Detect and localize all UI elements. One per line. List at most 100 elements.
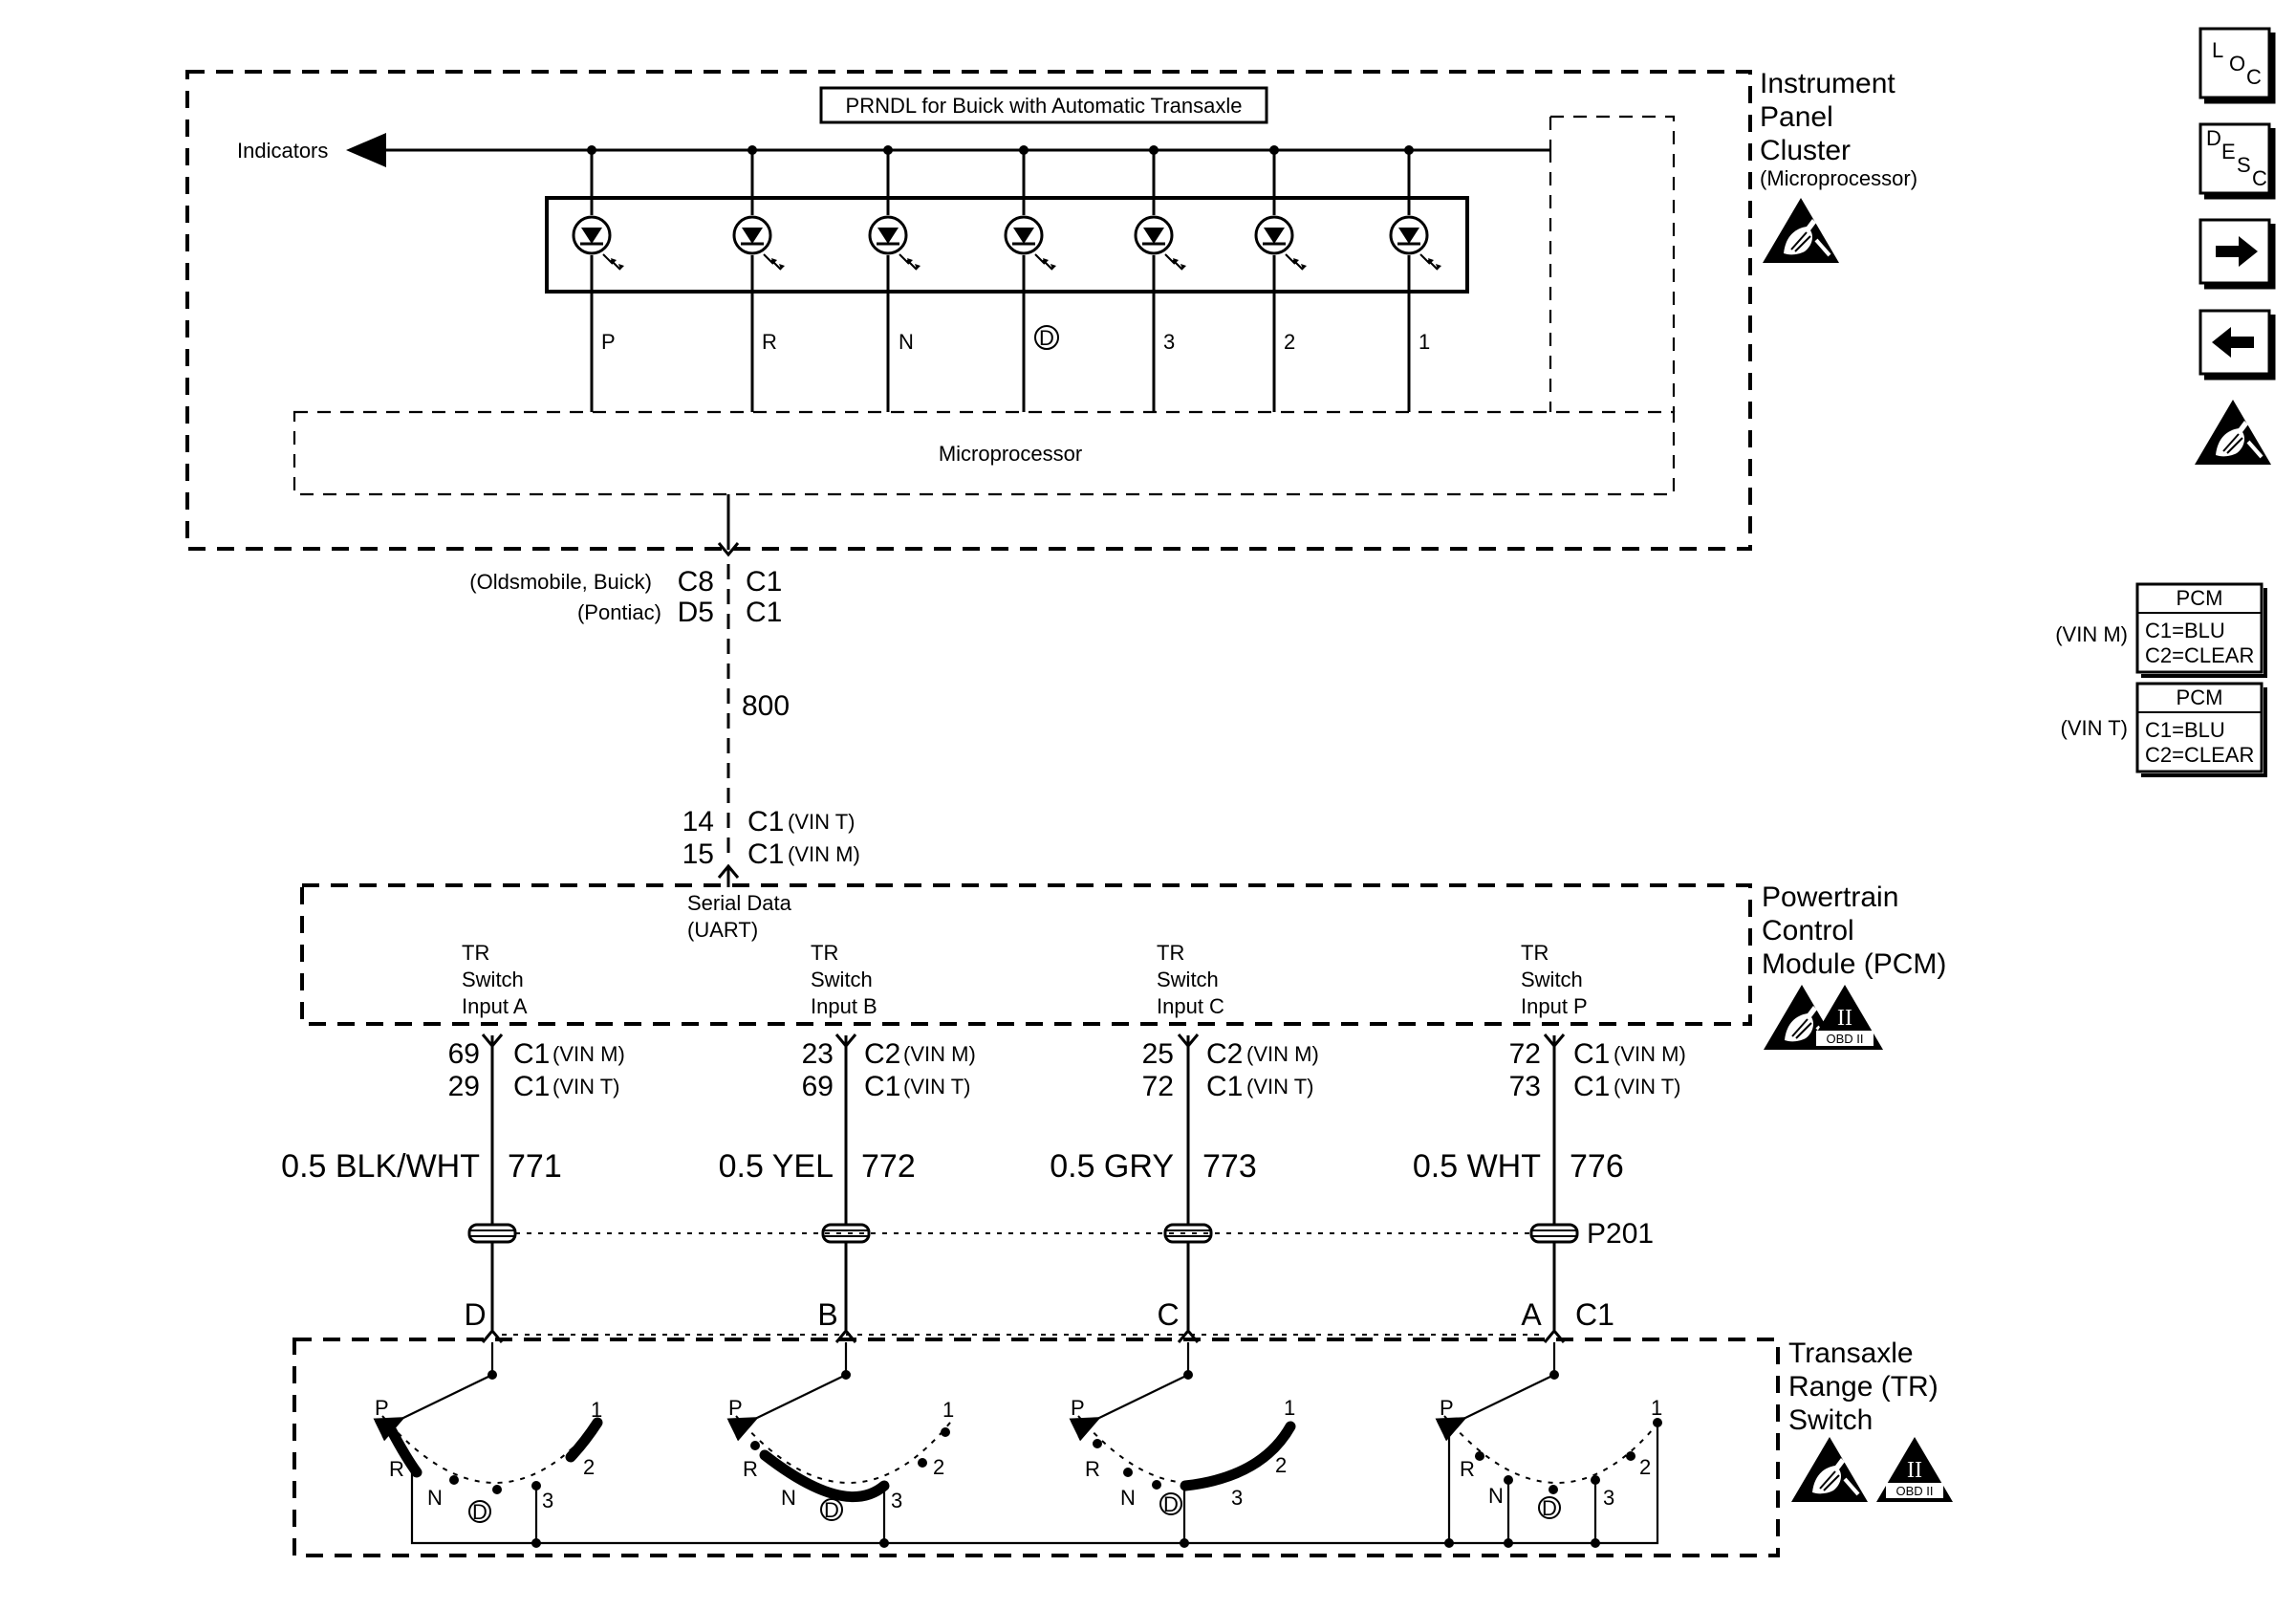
- prndl-label-box: [819, 86, 1268, 124]
- tr-pin-d: D: [464, 1297, 486, 1332]
- wire-772-color: 0.5 YEL: [719, 1148, 834, 1185]
- pcm-input-c-l1: TR: [1157, 941, 1184, 965]
- serial-conn-2: C1: [746, 597, 782, 628]
- tr-b-pos-3: 3: [891, 1489, 902, 1512]
- pcm-table-vin-m: (VIN M) PCM C1=BLU C2=CLEAR: [2055, 582, 2267, 678]
- pcm-table-vin-t: (VIN T) PCM C1=BLU C2=CLEAR: [2061, 682, 2267, 777]
- pcm-input-c-l3: Input C: [1157, 994, 1224, 1018]
- serial-vin-14: (VIN T): [788, 810, 855, 834]
- pcm-boundary: [300, 883, 1752, 1026]
- p201-label: P201: [1587, 1218, 1654, 1250]
- lamp-3: [1134, 145, 1188, 412]
- lamp-n: [868, 145, 922, 412]
- pcm-input-c-l2: Switch: [1157, 968, 1219, 991]
- pcm-input-b-l1: TR: [811, 941, 838, 965]
- wire-771-pin2: 29: [448, 1071, 480, 1102]
- wire-773-circuit: 773: [1202, 1148, 1257, 1185]
- left-arrow-icon: [2212, 327, 2254, 358]
- wire-772-pin1: 23: [802, 1038, 834, 1070]
- pcm-input-p: TR Switch Input P: [1521, 941, 1588, 1018]
- serial-vin-15: (VIN M): [788, 842, 860, 866]
- tr-a-pos-3: 3: [542, 1489, 553, 1512]
- wire-773-vin2: (VIN T): [1246, 1075, 1313, 1099]
- lamp-p: [572, 145, 626, 412]
- wire-776: 72 C1 (VIN M) 73 C1 (VIN T) 0.5 WHT 776 …: [1413, 1033, 1686, 1343]
- pcm-title-line-2: Control: [1762, 915, 1854, 946]
- wire-776-pin2: 73: [1509, 1071, 1541, 1102]
- pcm-input-a-l2: Switch: [462, 968, 524, 991]
- wire-772-vin1: (VIN M): [903, 1042, 976, 1066]
- right-arrow-icon: [2216, 236, 2258, 267]
- tr-a-pos-2: 2: [583, 1455, 595, 1479]
- pcm-table-vin-m-label: (VIN M): [2055, 622, 2128, 646]
- desc-letter-2: E: [2221, 140, 2236, 163]
- wire-772-conn2: C1: [864, 1071, 900, 1102]
- next-arrow-button[interactable]: [2199, 218, 2276, 290]
- desc-letter-1: D: [2206, 126, 2221, 150]
- tr-a-pos-r: R: [389, 1457, 404, 1481]
- prev-arrow-button[interactable]: [2199, 309, 2276, 381]
- serial-conn-14: C1: [747, 806, 784, 838]
- microprocessor-label: Microprocessor: [939, 442, 1082, 466]
- gear-label-r: R: [762, 330, 777, 354]
- desc-button[interactable]: D E S C: [2199, 122, 2276, 200]
- pcm-input-p-l2: Switch: [1521, 968, 1583, 991]
- tr-title-line-2: Range (TR): [1788, 1371, 1939, 1403]
- wire-772: 23 C2 (VIN M) 69 C1 (VIN T) 0.5 YEL 772 …: [719, 1033, 976, 1343]
- serial-uart-label: (UART): [687, 918, 758, 942]
- wire-776-circuit: 776: [1570, 1148, 1624, 1185]
- pcm-input-p-l1: TR: [1521, 941, 1549, 965]
- tr-switch-boundary: [292, 1338, 1780, 1557]
- tr-connector-label: C1: [1575, 1297, 1614, 1332]
- serial-pin-14: 14: [682, 806, 714, 838]
- desc-letter-3: S: [2237, 153, 2251, 177]
- wire-776-vin1: (VIN M): [1614, 1042, 1686, 1066]
- wire-772-vin2: (VIN T): [903, 1075, 970, 1099]
- wire-773-color: 0.5 GRY: [1050, 1148, 1174, 1185]
- p201-seal-771: [467, 1223, 517, 1244]
- tr-d-pos-r: R: [1460, 1457, 1475, 1481]
- tr-c-pos-n: N: [1120, 1486, 1136, 1510]
- tr-b-pos-p: P: [728, 1396, 743, 1420]
- wire-772-conn1: C2: [864, 1038, 900, 1070]
- desc-letter-4: C: [2252, 166, 2267, 190]
- tr-c-pos-r: R: [1085, 1457, 1100, 1481]
- tr-common-bus: [410, 1423, 1659, 1545]
- tr-pin-a: A: [1521, 1297, 1542, 1332]
- tr-c-pos-d: D: [1163, 1492, 1179, 1516]
- pcm-input-b: TR Switch Input B: [811, 941, 877, 1018]
- lamp-r: [732, 145, 787, 412]
- loc-button[interactable]: L O C: [2199, 27, 2276, 104]
- wire-771-pin1: 69: [448, 1038, 480, 1070]
- microprocessor-box: [292, 410, 1676, 496]
- tr-a-pos-d: D: [472, 1500, 487, 1524]
- p201-seal-776: [1529, 1223, 1579, 1244]
- serial-pin-1: C8: [678, 566, 714, 598]
- obd2-text-tr: OBD II: [1895, 1484, 1933, 1498]
- tr-switch-a: P R N D 3 2 1: [373, 1342, 603, 1543]
- serial-conn-1: C1: [746, 566, 782, 598]
- wire-773-conn1: C2: [1206, 1038, 1243, 1070]
- pcm-table-vin-t-label: (VIN T): [2061, 716, 2128, 740]
- tr-switch-d: P R N D 3 2 1: [1435, 1342, 1663, 1543]
- serial-note-1: (Oldsmobile, Buick): [469, 570, 652, 594]
- serial-connector-top: [717, 542, 740, 557]
- pcm-title-line-3: Module (PCM): [1762, 948, 1946, 980]
- obd2-text-pcm: OBD II: [1826, 1032, 1863, 1046]
- tr-b-pos-d: D: [824, 1498, 839, 1522]
- wire-776-conn2: C1: [1573, 1071, 1610, 1102]
- lamp-2: [1254, 145, 1309, 412]
- lamp-1: [1389, 145, 1443, 412]
- serial-circuit: 800: [742, 690, 790, 722]
- tr-d-pos-d: D: [1542, 1496, 1557, 1520]
- tr-b-pos-n: N: [781, 1486, 796, 1510]
- gear-label-n: N: [899, 330, 914, 354]
- wire-776-color: 0.5 WHT: [1413, 1148, 1541, 1185]
- serial-pin-15: 15: [682, 838, 714, 870]
- obd2-icon-pcm: OBD II II: [1807, 985, 1883, 1050]
- pcm-input-a-l1: TR: [462, 941, 489, 965]
- tr-c-pos-p: P: [1071, 1396, 1085, 1420]
- tr-title-line-1: Transaxle: [1788, 1338, 1914, 1369]
- esd-icon-nav[interactable]: [2193, 398, 2273, 467]
- wire-776-vin2: (VIN T): [1614, 1075, 1680, 1099]
